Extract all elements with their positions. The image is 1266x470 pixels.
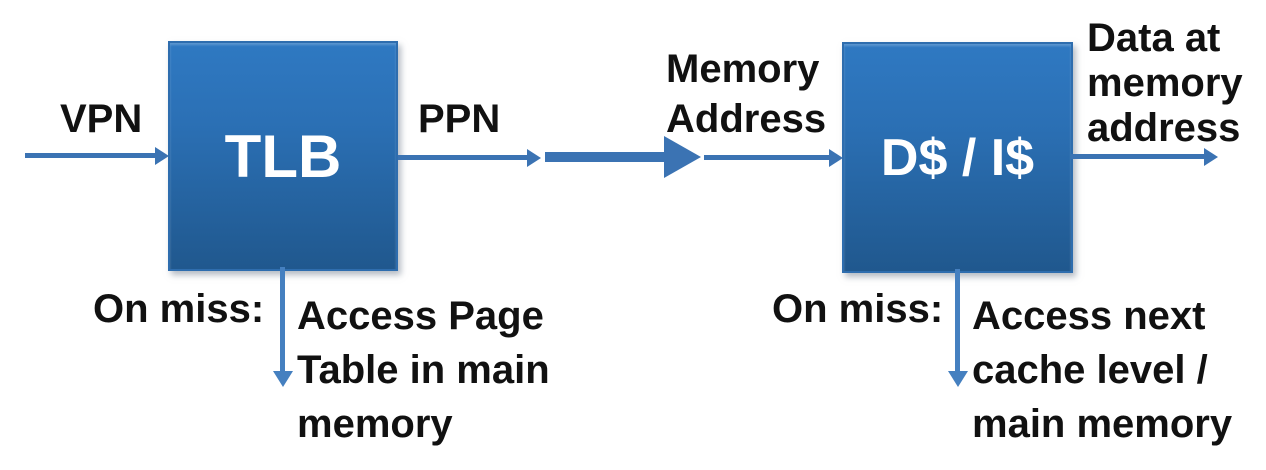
cache-box: D$ / I$ bbox=[842, 42, 1073, 273]
vpn-label: VPN bbox=[60, 97, 143, 141]
cache-miss-description: Access next cache level / main memory bbox=[972, 289, 1232, 451]
cache-miss-line-1: Access next bbox=[972, 294, 1206, 338]
ppn-output-arrow bbox=[398, 155, 527, 160]
memory-address-arrow bbox=[704, 155, 829, 160]
cache-box-label: D$ / I$ bbox=[880, 128, 1035, 187]
tlb-miss-description: Access Page Table in main memory bbox=[297, 289, 550, 451]
tlb-miss-line-1: Access Page bbox=[297, 294, 544, 338]
data-output-arrow bbox=[1071, 154, 1204, 159]
tlb-miss-line-2: Table in main bbox=[297, 348, 550, 392]
tlb-miss-down-arrow bbox=[280, 267, 285, 371]
tlb-miss-line-3: memory bbox=[297, 402, 453, 446]
vpn-input-arrow bbox=[25, 153, 155, 158]
data-at-address-label: Data at memory address bbox=[1087, 16, 1243, 151]
tlb-on-miss-label: On miss: bbox=[93, 287, 265, 331]
memory-address-line-1: Memory bbox=[666, 47, 820, 91]
data-at-line-1: Data at bbox=[1087, 16, 1221, 60]
data-at-line-2: memory bbox=[1087, 61, 1243, 105]
cache-miss-line-2: cache level / bbox=[972, 348, 1208, 392]
cache-miss-line-3: main memory bbox=[972, 402, 1233, 446]
transfer-arrow-large bbox=[545, 152, 664, 162]
ppn-label: PPN bbox=[418, 97, 501, 141]
tlb-box-label: TLB bbox=[224, 122, 342, 190]
memory-address-label: Memory Address bbox=[666, 44, 826, 144]
data-at-line-3: address bbox=[1087, 106, 1241, 150]
memory-address-line-2: Address bbox=[666, 97, 827, 141]
tlb-box: TLB bbox=[168, 41, 398, 271]
cache-on-miss-label: On miss: bbox=[772, 287, 944, 331]
cache-miss-down-arrow bbox=[955, 269, 960, 371]
